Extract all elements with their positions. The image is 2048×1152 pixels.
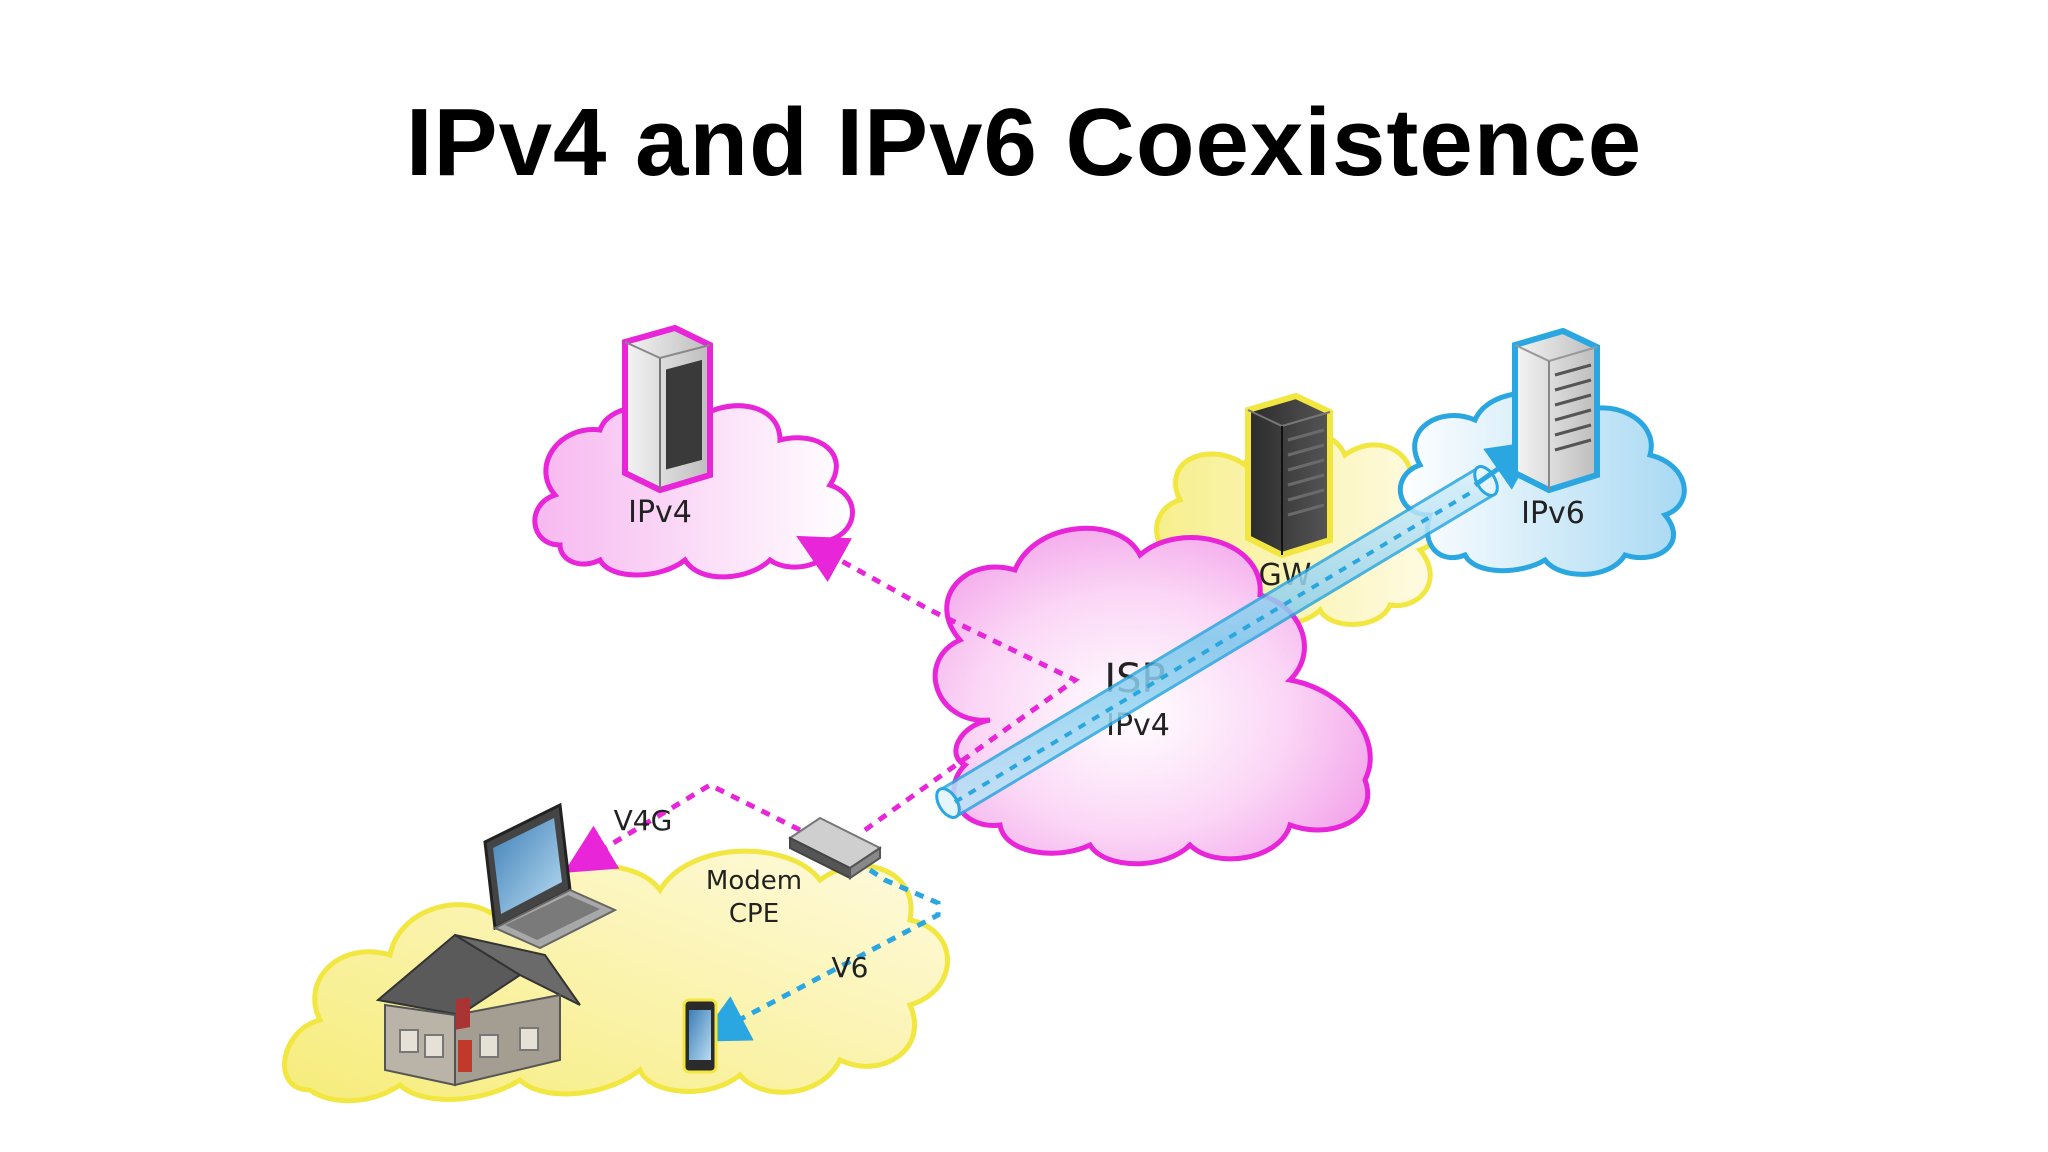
- v4g-label: V4G: [614, 804, 673, 837]
- server-icon: [622, 324, 713, 494]
- modem-label: Modem: [706, 866, 802, 896]
- ipv6-path: [697, 440, 1539, 1042]
- house-icon: [375, 933, 581, 1087]
- cpe-label: CPE: [729, 899, 779, 929]
- laptop-icon: [483, 802, 618, 950]
- ipv4-cloud-label: IPv4: [628, 495, 692, 530]
- v6-label: V6: [832, 951, 869, 984]
- modem-icon: [788, 816, 882, 880]
- ipv4-path: [563, 535, 1080, 873]
- server-icon: [1245, 392, 1333, 559]
- ipv4-cloud: IPv4: [532, 403, 855, 580]
- smartphone-icon: [682, 998, 718, 1074]
- ipv6-cloud-label: IPv6: [1521, 496, 1585, 531]
- server-icon: [1512, 327, 1600, 494]
- slide-title: IPv4 and IPv6 Coexistence: [405, 89, 1643, 196]
